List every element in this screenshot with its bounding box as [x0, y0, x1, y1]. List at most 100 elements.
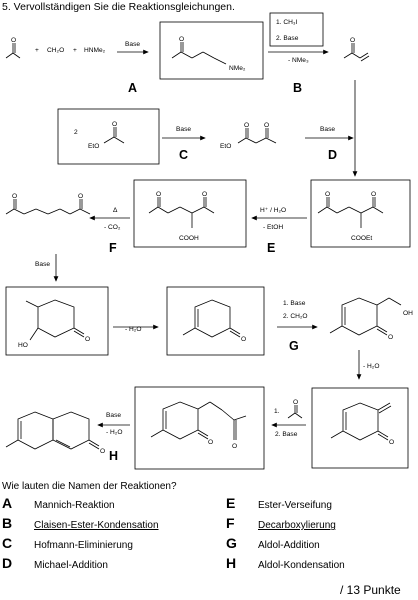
answer-letter: H [226, 555, 236, 571]
answer-letter: F [226, 515, 235, 531]
mvk-small-structure [287, 405, 303, 419]
o-atom: O [293, 399, 298, 406]
mannich-product-structure [171, 42, 227, 65]
o-atom: O [389, 439, 394, 446]
enone-box [166, 286, 265, 356]
letter-D: D [328, 148, 337, 162]
ethyl-acetate-structure [103, 127, 125, 144]
o-atom: O [350, 37, 355, 44]
cooh-label: COOH [179, 235, 199, 242]
ester-box [310, 179, 411, 248]
answer-name: Mannich-Reaktion [34, 500, 115, 511]
ho-label: HO [18, 342, 28, 349]
o-atom: O [112, 121, 117, 128]
letter-E: E [267, 241, 275, 255]
nme2-label: NMe₂ [229, 65, 246, 72]
reagent-F-above: Δ [113, 207, 118, 214]
reagent-G-1: 1. Base [283, 300, 306, 307]
reagent-B-2: 2. Base [276, 35, 299, 42]
question-text: Wie lauten die Namen der Reaktionen? [2, 481, 177, 492]
answer-name: Aldol-Kondensation [258, 560, 345, 571]
o-atom: O [232, 443, 237, 450]
acetone-structure [5, 43, 21, 59]
formaldehyde-label: CH₂O [47, 47, 64, 54]
acetoacetate-structure [237, 128, 277, 144]
reagent-B-1: 1. CH₃I [276, 19, 298, 26]
triketone-structure [150, 401, 247, 440]
reagent-F-below: - CO₂ [104, 224, 121, 231]
answer-letter: G [226, 535, 237, 551]
reagent-C: Base [176, 126, 191, 133]
reagent-A: Base [125, 41, 140, 48]
reagent-mvk-2: 2. Base [275, 431, 298, 438]
reagent-E-above: H⁺ / H₂O [260, 207, 286, 214]
letter-C: C [179, 148, 188, 162]
reagent-H-1: Base [106, 412, 121, 419]
reagent-mvk-1: 1. [274, 408, 280, 415]
plus-sign-2: + [73, 47, 77, 54]
eto-label-1: EtO [88, 143, 99, 150]
hydroxy-ketone-structure [25, 299, 85, 341]
o-atom: O [241, 336, 246, 343]
o-atom: O [100, 448, 105, 455]
answer-letter: E [226, 495, 235, 511]
keto-ester-structure [317, 197, 384, 228]
o-atom: O [78, 193, 83, 200]
reagent-D: Base [320, 126, 335, 133]
letter-B: B [293, 81, 302, 95]
reagent-G-2: 2. CH₂O [283, 313, 308, 320]
o-atom: O [156, 191, 161, 198]
ethyl-acetate-box [57, 108, 160, 165]
letter-A: A [128, 81, 137, 95]
reagent-H-2: - H₂O [106, 429, 122, 436]
reagents-B-box [269, 12, 324, 47]
answer-name: Decarboxylierung [258, 520, 336, 531]
enone-structure [182, 299, 241, 338]
aldol-product-box [5, 286, 109, 356]
o-atom: O [11, 37, 16, 44]
answer-letter: A [2, 495, 12, 511]
keto-acid-structure [148, 197, 215, 228]
byproduct-B: - NMe₃ [288, 57, 309, 64]
task-title: 5. Vervollständigen Sie die Reaktionsgle… [2, 1, 235, 13]
o-atom: O [12, 193, 17, 200]
points-label: / 13 Punkte [340, 583, 401, 597]
mannich-product-box [159, 21, 264, 80]
oh-label: OH [403, 310, 413, 317]
o-atom: O [371, 191, 376, 198]
letter-H: H [109, 449, 118, 463]
methylene-enone-structure [330, 402, 392, 441]
o-atom: O [264, 122, 269, 129]
o-atom: O [325, 191, 330, 198]
dimethylamine-label: HNMe₂ [84, 47, 106, 54]
o-atom: O [388, 334, 393, 341]
cooet-label: COOEt [351, 235, 372, 242]
answer-name: Aldol-Addition [258, 540, 320, 551]
reagent-base-down: Base [35, 261, 50, 268]
triketone-box [134, 386, 265, 470]
stoichiometry-2: 2 [74, 129, 78, 136]
o-atom: O [85, 336, 90, 343]
acid-box [133, 179, 247, 248]
letter-G: G [289, 339, 299, 353]
reagent-E-below: - EtOH [263, 224, 283, 231]
eto-label-2: EtO [220, 143, 231, 150]
o-atom: O [208, 439, 213, 446]
hydroxymethyl-enone-structure [329, 297, 402, 336]
reagent-h2o-1: - H₂O [125, 326, 141, 333]
answer-name: Ester-Verseifung [258, 500, 332, 511]
answer-name: Claisen-Ester-Kondensation [34, 520, 159, 531]
bicyclic-enone-structure [5, 411, 100, 450]
answer-letter: B [2, 515, 12, 531]
methylene-enone-box [311, 387, 409, 469]
letter-F: F [109, 241, 117, 255]
o-atom: O [179, 36, 184, 43]
reagent-h2o-2: - H₂O [363, 363, 379, 370]
answer-name: Michael-Addition [34, 560, 108, 571]
answer-letter: C [2, 535, 12, 551]
o-atom: O [202, 191, 207, 198]
o-atom: O [244, 122, 249, 129]
answer-name: Hofmann-Eliminierung [34, 540, 133, 551]
answer-list: A Mannich-Reaktion B Claisen-Ester-Konde… [2, 495, 345, 571]
